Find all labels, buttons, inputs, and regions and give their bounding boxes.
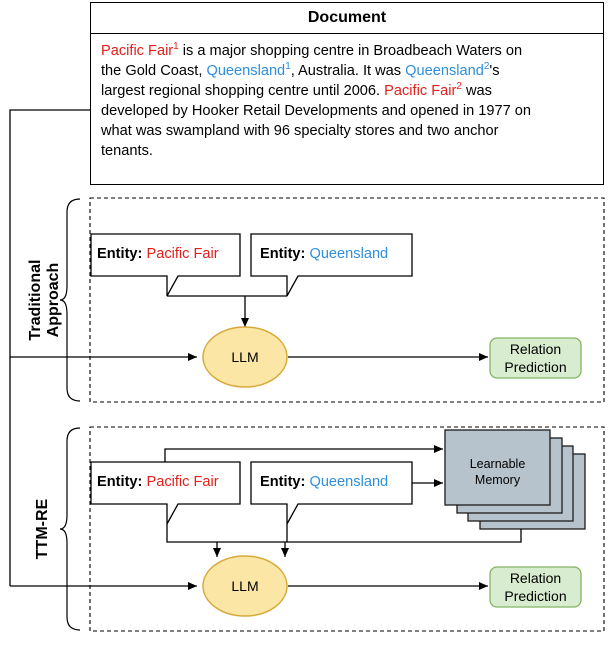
ttm-entity2-callout	[250, 461, 413, 525]
ttm-entity1-text: Entity: Pacific Fair	[97, 474, 219, 490]
ttm-re-label: TTM-RE	[34, 498, 51, 560]
document-text: Pacific Fair1 is a major shopping centre…	[101, 41, 593, 161]
mention-pacific-fair-2: Pacific Fair	[384, 83, 457, 99]
memory-label: Learnable Memory	[469, 457, 526, 487]
memory-layer-0	[444, 429, 551, 506]
doc-line-6: tenants.	[101, 143, 153, 159]
traditional-entity1-callout	[90, 233, 241, 297]
traditional-section-box	[89, 197, 605, 403]
traditional-output-node	[489, 337, 582, 379]
ttm-output-node	[489, 566, 582, 608]
doc-line-3: largest regional shopping centre until 2…	[101, 81, 492, 100]
ttm-entity1-callout	[90, 461, 241, 525]
mention-pacific-fair-1: Pacific Fair	[101, 43, 174, 59]
traditional-merge-line	[167, 295, 287, 327]
doc-line-5: what was swampland with 96 specialty sto…	[101, 123, 499, 139]
document-title: Document	[91, 3, 603, 34]
doc-line-4: developed by Hooker Retail Developments …	[101, 103, 532, 119]
traditional-entity2-callout	[250, 233, 413, 297]
memory-to-llm-bus	[166, 524, 522, 543]
ttm-llm-label: LLM	[231, 578, 259, 594]
traditional-brace	[59, 198, 81, 402]
traditional-approach-label: Traditional Approach	[27, 259, 62, 341]
ttm-entity2-text: Entity: Queensland	[260, 474, 389, 490]
traditional-llm-label: LLM	[231, 349, 259, 365]
document-box: Document Pacific Fair1 is a major shoppi…	[90, 2, 604, 185]
traditional-entity2-text: Entity: Queensland	[260, 246, 389, 262]
mention-queensland-1: Queensland	[206, 63, 286, 79]
ttm-llm-node	[202, 555, 288, 617]
doc-line-2: the Gold Coast, Queensland1, Australia. …	[101, 61, 500, 80]
traditional-llm-node	[202, 326, 288, 388]
document-feed-line	[9, 109, 90, 586]
traditional-output-label: Relation Prediction	[504, 341, 567, 375]
ttm-output-label: Relation Prediction	[504, 570, 567, 604]
doc-line-1: Pacific Fair1 is a major shopping centre…	[101, 41, 523, 60]
mention-queensland-2: Queensland	[405, 63, 484, 79]
bus-to-memory	[164, 445, 443, 462]
traditional-entity1-text: Entity: Pacific Fair	[97, 246, 219, 262]
ttm-brace	[59, 427, 81, 631]
ttm-section-box	[89, 426, 605, 632]
